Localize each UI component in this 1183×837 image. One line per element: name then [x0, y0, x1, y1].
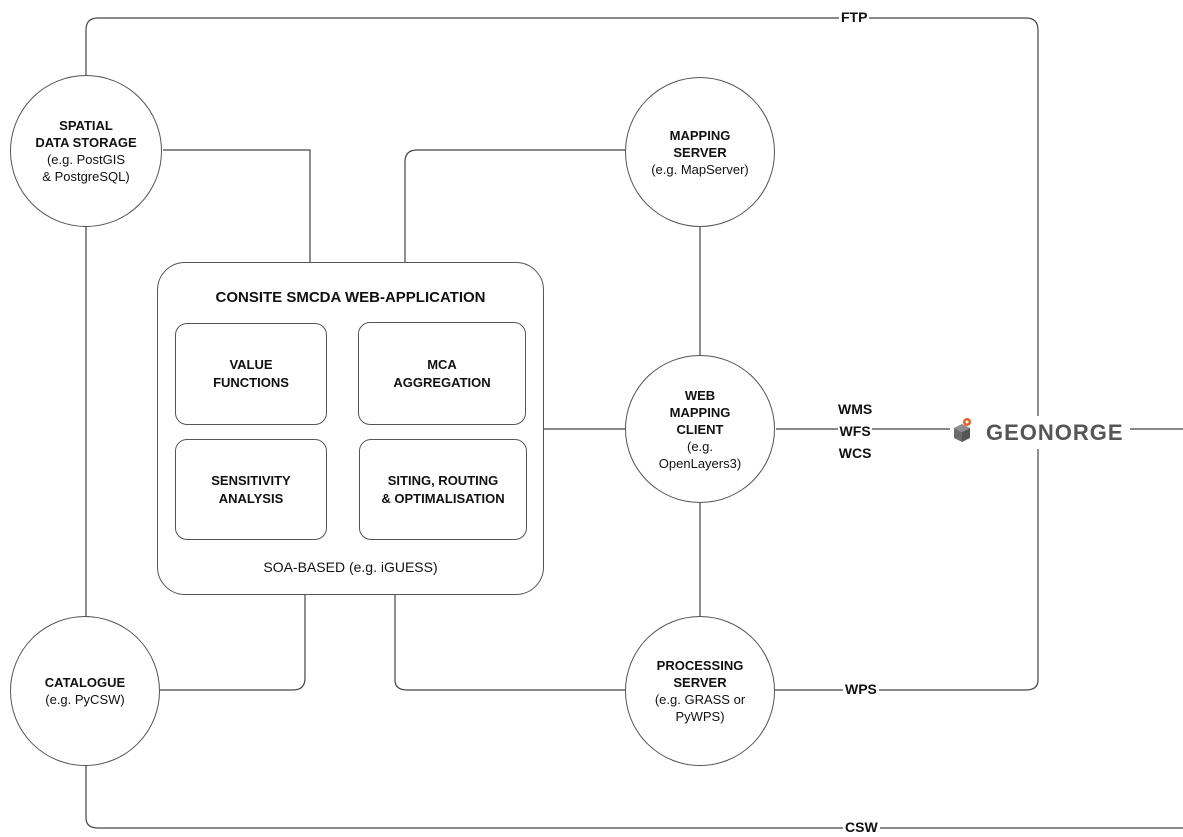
app-title: CONSITE SMCDA WEB-APPLICATION	[215, 289, 486, 306]
ftp-label: FTP	[839, 9, 870, 25]
catalogue-title: CATALOGUE	[44, 675, 126, 690]
processing-title-1: PROCESSING	[656, 658, 744, 673]
catalogue-node: CATALOGUE (e.g. PyCSW)	[10, 616, 160, 766]
value-line-2: FUNCTIONS	[213, 375, 289, 390]
wcs-label: WCS	[838, 445, 872, 461]
geonorge-logo-text: GEONORGE	[986, 419, 1124, 445]
smcda-web-application: CONSITE SMCDA WEB-APPLICATION VALUE FUNC…	[157, 262, 544, 595]
module-mca-aggregation: MCA AGGREGATION	[358, 322, 526, 425]
mapping-title-1: MAPPING	[669, 127, 731, 143]
module-sensitivity-analysis: SENSITIVITY ANALYSIS	[175, 439, 327, 540]
wms-label: WMS	[838, 401, 873, 417]
mapping-sub-1: (e.g. MapServer)	[651, 161, 749, 177]
client-title-2: MAPPING	[669, 404, 731, 420]
app-footer: SOA-BASED (e.g. iGUESS)	[263, 559, 438, 575]
storage-sub-2: & PostgreSQL)	[42, 169, 130, 184]
mapping-title-2: SERVER	[673, 144, 727, 160]
processing-sub-1: (e.g. GRASS or	[654, 692, 746, 707]
catalogue-sub: (e.g. PyCSW)	[45, 692, 125, 707]
processing-title-2: SERVER	[673, 675, 727, 690]
storage-title-1: SPATIAL	[59, 118, 113, 133]
sensitivity-line-1: SENSITIVITY	[211, 472, 291, 488]
storage-title-2: DATA STORAGE	[35, 135, 137, 150]
geonorge-logo: GEONORGE	[950, 416, 1124, 449]
geonorge-logo-icon	[950, 416, 978, 449]
spatial-data-storage-node: SPATIAL DATA STORAGE (e.g. PostGIS & Pos…	[10, 75, 162, 227]
client-title-3: CLIENT	[676, 421, 724, 437]
wfs-label: WFS	[838, 420, 873, 442]
siting-line-2: & OPTIMALISATION	[381, 490, 505, 506]
client-title-1: WEB	[684, 387, 716, 403]
storage-sub-1: (e.g. PostGIS	[46, 152, 126, 167]
wps-label: WPS	[843, 681, 879, 697]
mca-line-1: MCA	[427, 356, 457, 372]
sensitivity-line-2: ANALYSIS	[218, 490, 284, 506]
csw-label: CSW	[843, 819, 880, 835]
ogc-services-labels: WMS WFS WCS	[838, 398, 873, 464]
web-mapping-client-node: WEB MAPPING CLIENT (e.g. OpenLayers3)	[625, 355, 775, 503]
module-siting-routing: SITING, ROUTING & OPTIMALISATION	[359, 439, 527, 540]
processing-server-node: PROCESSING SERVER (e.g. GRASS or PyWPS)	[625, 616, 775, 766]
client-sub-1: (e.g.	[686, 438, 713, 454]
client-sub-2: OpenLayers3)	[658, 455, 742, 471]
module-value-functions: VALUE FUNCTIONS	[175, 323, 327, 425]
processing-sub-2: PyWPS)	[675, 709, 725, 724]
mapping-server-node: MAPPING SERVER (e.g. MapServer)	[625, 77, 775, 227]
siting-line-1: SITING, ROUTING	[387, 472, 499, 488]
value-line-1: VALUE	[229, 357, 273, 372]
mca-line-2: AGGREGATION	[393, 374, 491, 390]
